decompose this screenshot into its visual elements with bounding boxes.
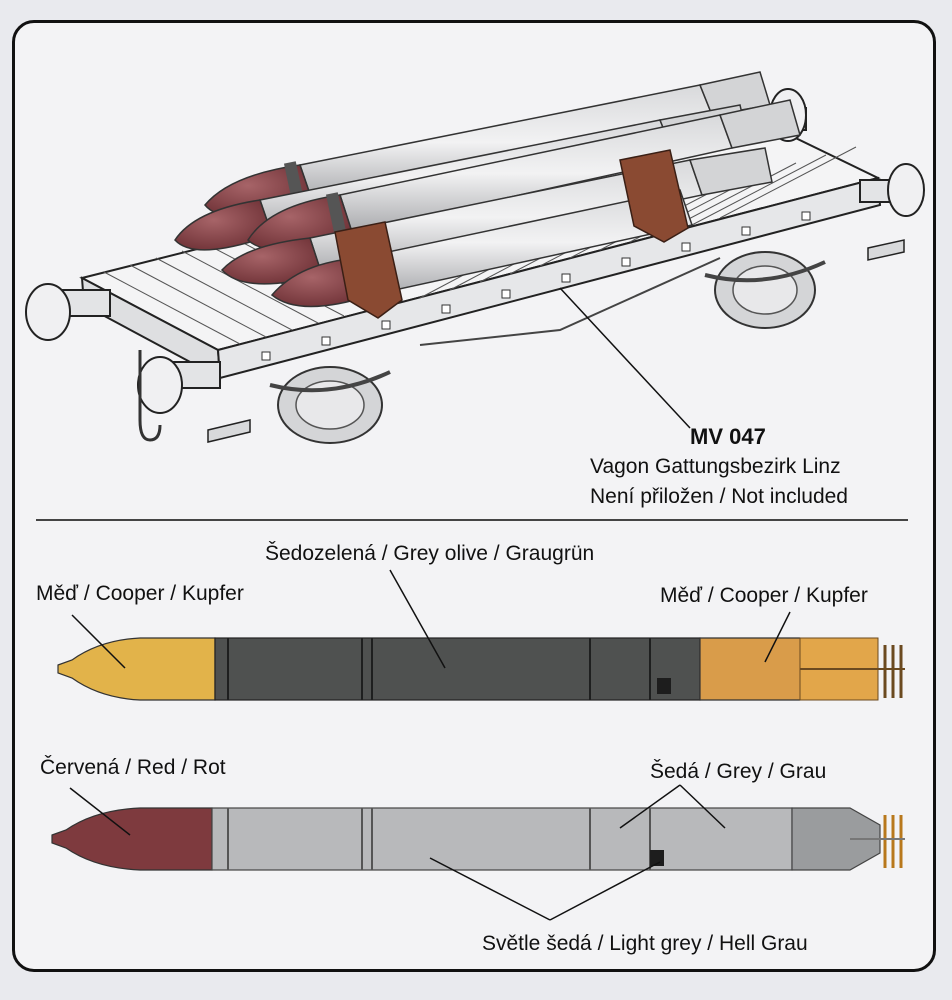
bomb-light-grey (51, 807, 905, 871)
wagon-note: Není přiložen / Not included (590, 485, 848, 508)
wagon-code: MV 047 (690, 424, 766, 449)
section-divider (36, 519, 908, 521)
wagon-wheel-rear (714, 251, 816, 329)
red-nose-label: Červená / Red / Rot (40, 756, 226, 779)
bomb-saddle (334, 149, 689, 319)
wagon-bomb-3 (247, 99, 801, 251)
wagon-bomb-4 (220, 147, 773, 285)
wagon-illustration (25, 71, 925, 444)
grey-label: Šedá / Grey / Grau (650, 760, 827, 783)
bomb-grey-olive (57, 637, 905, 701)
copper-nose-label: Měď / Cooper / Kupfer (36, 582, 244, 605)
leader-lines (69, 569, 791, 921)
grey-olive-label: Šedozelená / Grey olive / Graugrün (265, 542, 595, 565)
wagon-name: Vagon Gattungsbezirk Linz (590, 455, 841, 478)
copper-tail-label: Měď / Cooper / Kupfer (660, 584, 868, 607)
wagon-buffer-front (25, 283, 221, 414)
light-grey-label: Světle šedá / Light grey / Hell Grau (482, 932, 808, 955)
